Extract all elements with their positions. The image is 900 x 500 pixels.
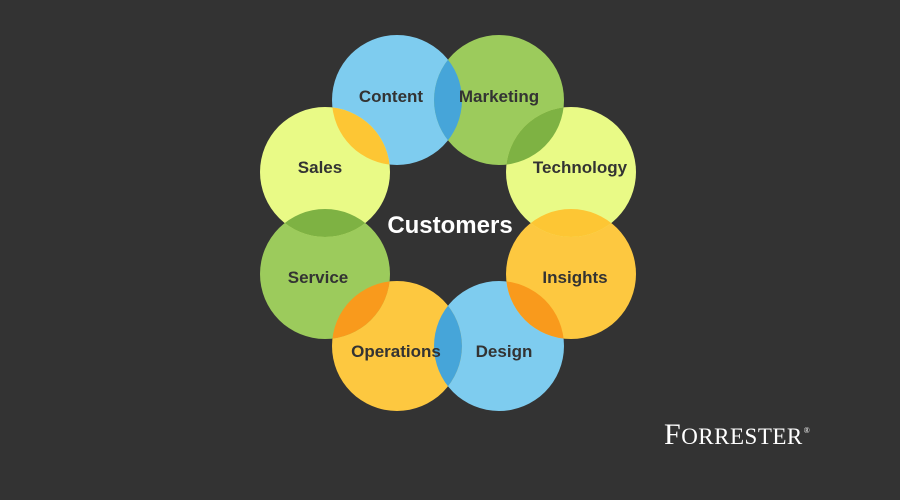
label-content: Content [359,87,424,106]
label-marketing: Marketing [459,87,539,106]
label-insights: Insights [542,268,607,287]
label-operations: Operations [351,342,441,361]
registered-mark: ® [803,426,810,435]
overlap-operations-service [332,281,390,339]
overlap-insights-design [506,281,564,339]
label-design: Design [476,342,533,361]
overlap-sales-content [332,107,390,165]
label-service: Service [288,268,349,287]
center-label-customers: Customers [387,212,512,239]
forrester-logo: FORRESTER® [664,418,826,458]
label-technology: Technology [533,158,628,177]
logo-first-letter: F [664,418,682,451]
label-sales: Sales [298,158,342,177]
logo-rest: ORRESTER [681,424,803,449]
overlap-marketing-technology [506,107,564,165]
